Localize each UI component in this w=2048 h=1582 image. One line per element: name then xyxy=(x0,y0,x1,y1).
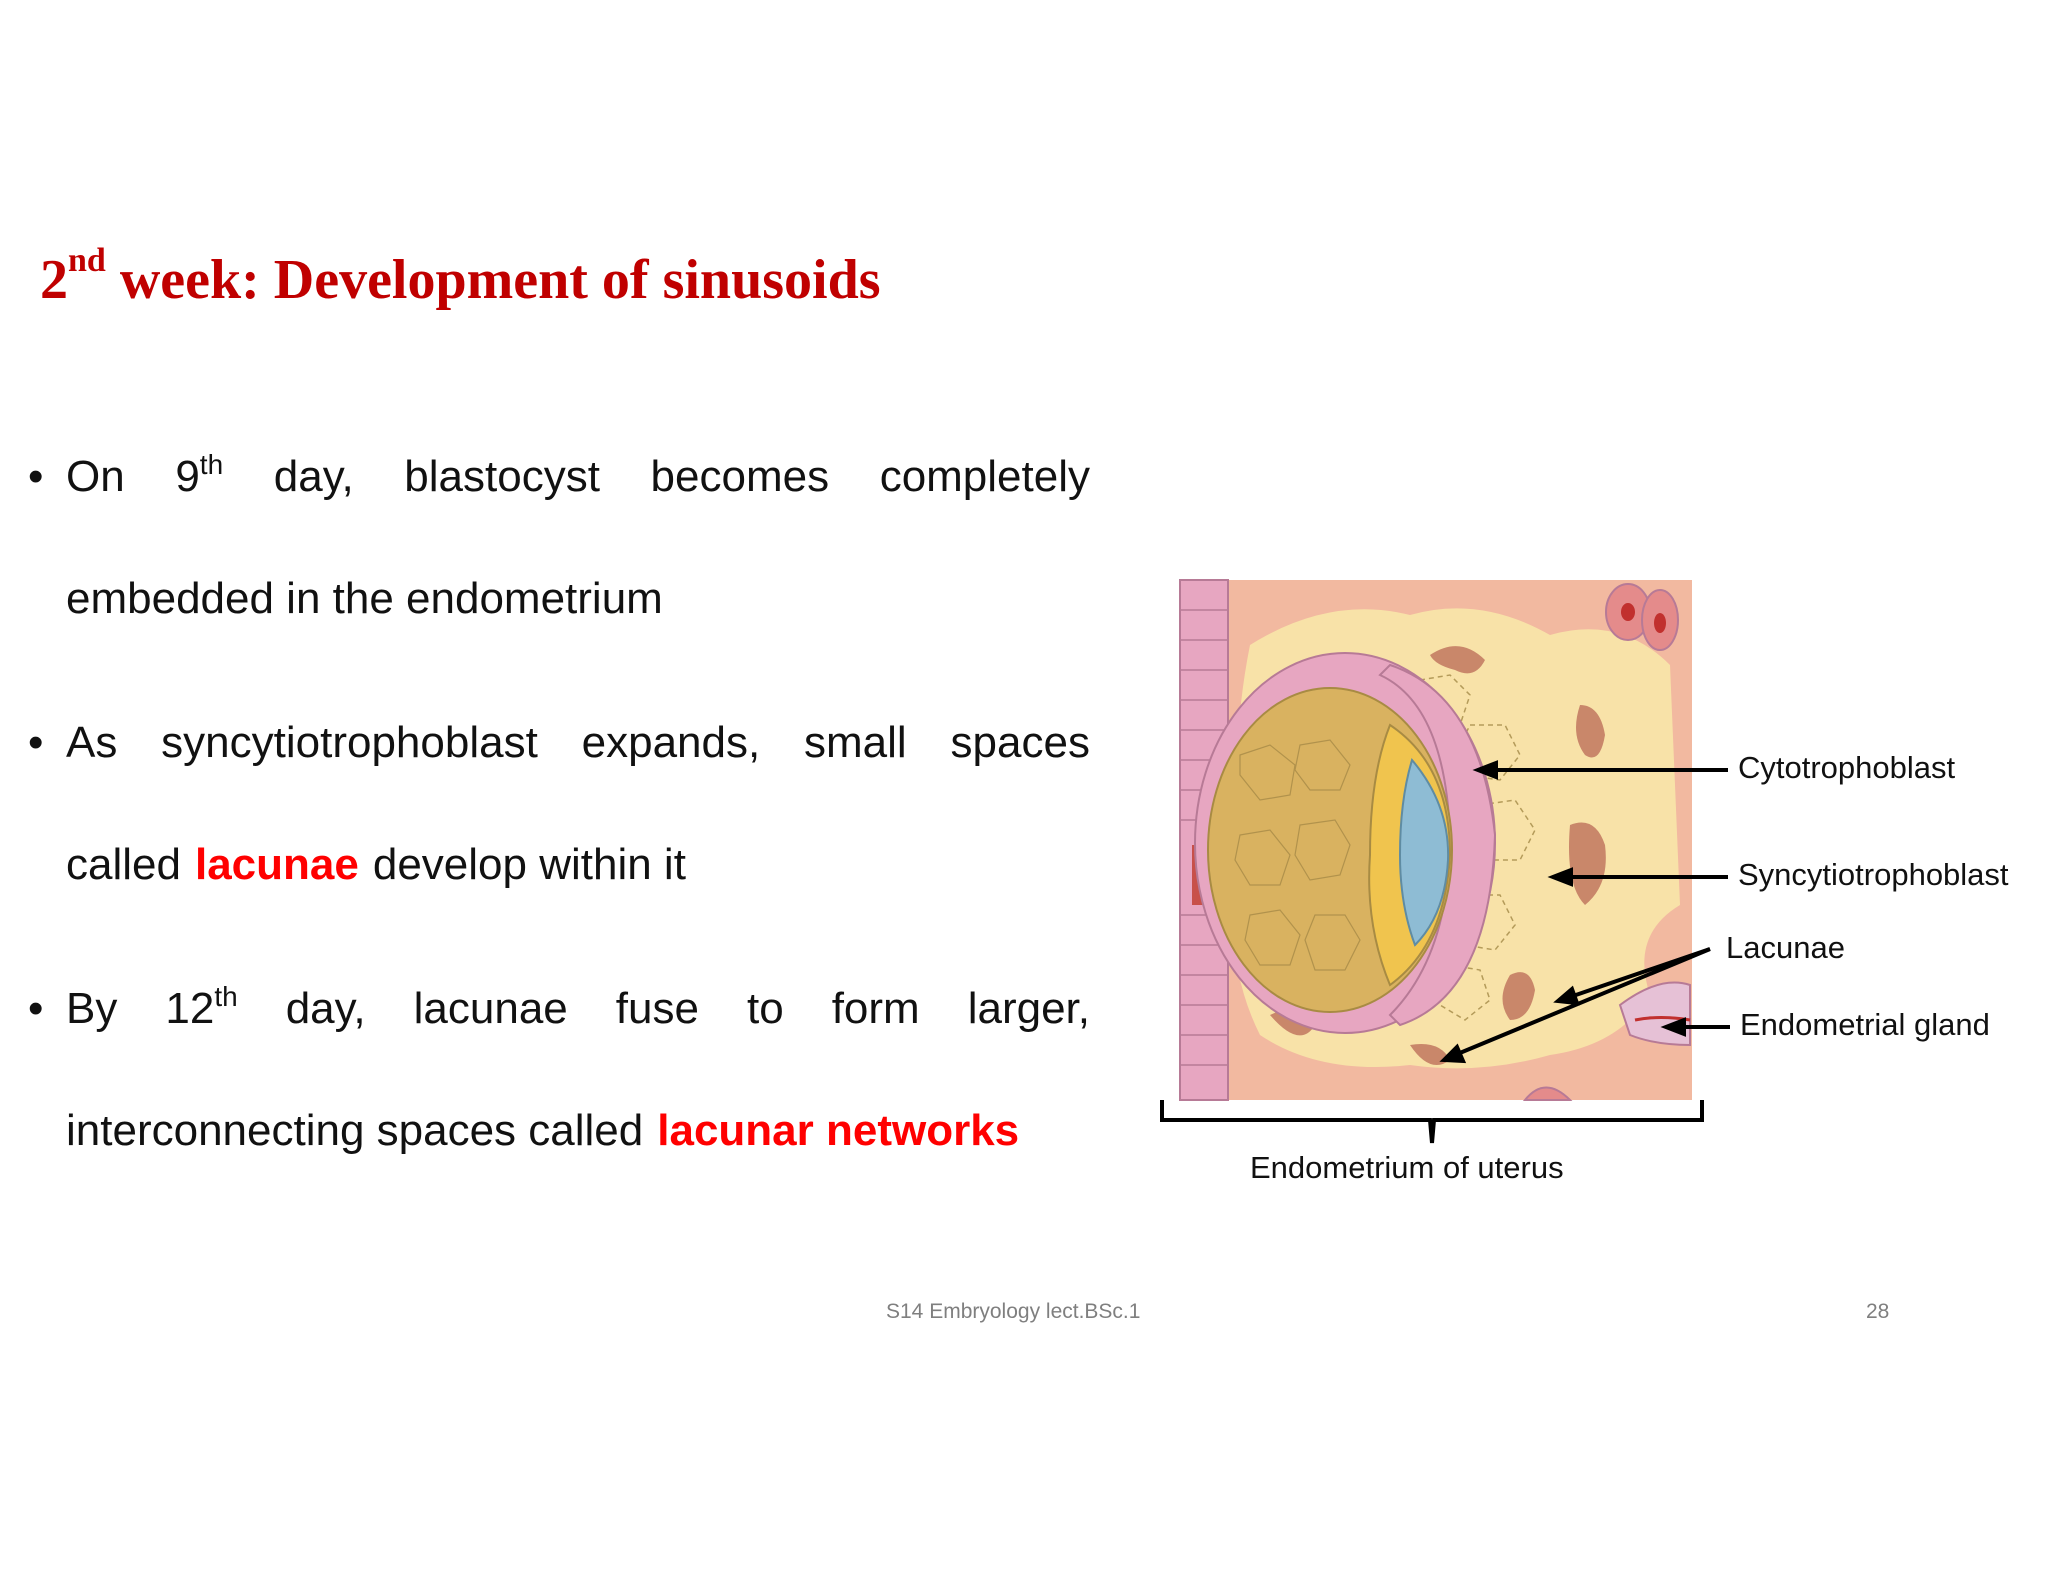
bullet-dot: • xyxy=(28,452,44,501)
word: lacunae xyxy=(413,984,568,1033)
label-cytotrophoblast: Cytotrophoblast xyxy=(1738,750,1956,785)
bullet-1-line-1: On 9th day, blastocyst becomes completel… xyxy=(66,449,1090,577)
word: small xyxy=(804,718,907,767)
bullet-item-2: • As syncytiotrophoblast expands, small … xyxy=(28,721,1090,965)
word: to xyxy=(746,984,784,1033)
title-superscript: nd xyxy=(68,242,106,279)
word: completely xyxy=(879,452,1090,501)
slide-page-number: 28 xyxy=(1866,1300,1890,1323)
bullet-1-text-2: embedded in the endometrium xyxy=(66,574,663,623)
word: As xyxy=(66,718,118,767)
word: spaces xyxy=(950,718,1090,767)
word: form xyxy=(831,984,920,1033)
word: expands, xyxy=(581,718,761,767)
bullet-item-1: • On 9th day, blastocyst becomes complet… xyxy=(28,449,1090,699)
word: day, xyxy=(285,984,366,1033)
bullet-2-line-2: called lacunae develop within it xyxy=(66,843,1090,965)
bullet-3-line-1: By 12th day, lacunae fuse to form larger… xyxy=(66,983,1090,1109)
bullet-1-line-2: embedded in the endometrium xyxy=(66,577,1090,699)
text: interconnecting spaces called xyxy=(66,1106,644,1155)
implantation-diagram: Cytotrophoblast Syncytiotrophoblast Lacu… xyxy=(1150,575,2048,1195)
slide-title: 2nd week: Development of sinusoids xyxy=(40,244,881,312)
blastocyst-illustration xyxy=(1160,575,2048,1195)
label-syncytiotrophoblast: Syncytiotrophoblast xyxy=(1738,857,2009,892)
footer-course-label: S14 Embryology lect.BSc.1 xyxy=(886,1300,1141,1323)
label-endometrium-of-uterus: Endometrium of uterus xyxy=(1250,1150,1564,1185)
superscript: th xyxy=(214,981,238,1012)
title-text: week: Development of sinusoids xyxy=(119,249,881,311)
word: becomes xyxy=(650,452,830,501)
word: blastocyst xyxy=(404,452,600,501)
word: 9th xyxy=(175,449,224,501)
label-lacunae: Lacunae xyxy=(1726,930,1845,965)
title-number: 2 xyxy=(40,249,68,311)
bullet-item-3: • By 12th day, lacunae fuse to form larg… xyxy=(28,983,1090,1231)
word: fuse xyxy=(615,984,699,1033)
word: By xyxy=(66,984,118,1033)
text: develop within it xyxy=(372,840,686,889)
bullet-dot: • xyxy=(28,984,44,1033)
bullet-3-line-2: interconnecting spaces called lacunar ne… xyxy=(66,1109,1090,1231)
bullet-2-line-1: As syncytiotrophoblast expands, small sp… xyxy=(66,721,1090,843)
text: called xyxy=(66,840,181,889)
word: On xyxy=(66,452,125,501)
word: larger, xyxy=(967,984,1090,1033)
bullet-dot: • xyxy=(28,718,44,767)
highlight-lacunar-networks: lacunar networks xyxy=(657,1106,1020,1155)
highlight-lacunae: lacunae xyxy=(194,840,359,889)
word: 12th xyxy=(165,983,237,1109)
bullet-list: • On 9th day, blastocyst becomes complet… xyxy=(28,449,1090,1231)
day-number: 12 xyxy=(165,984,215,1033)
word: day, xyxy=(273,452,354,501)
word: syncytiotrophoblast xyxy=(161,718,538,767)
label-endometrial-gland: Endometrial gland xyxy=(1740,1007,1990,1042)
